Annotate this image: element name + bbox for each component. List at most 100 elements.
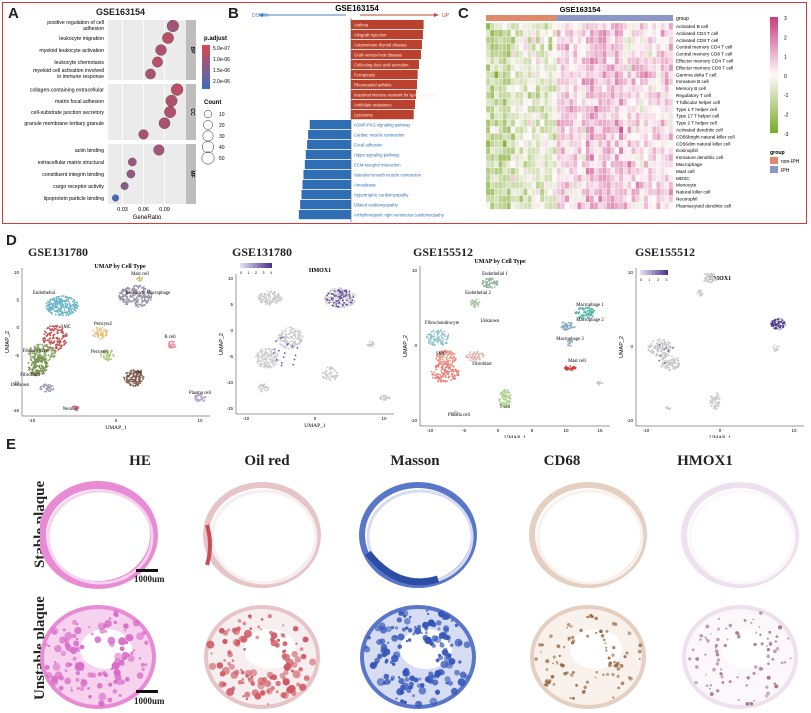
heatmap-cell: [664, 36, 669, 44]
heatmap-cell: [631, 140, 636, 148]
x-tick: 0: [314, 416, 317, 421]
heatmap-cell: [568, 43, 574, 51]
umap2-point: [275, 302, 278, 304]
heatmap-cell: [652, 36, 657, 44]
stable-plaque-section: [681, 482, 799, 588]
heatmap-cell: [602, 133, 607, 141]
umap4-point: [712, 273, 715, 276]
heatmap-cell: [581, 112, 586, 120]
umap3-point: [454, 359, 457, 361]
heatmap-cell: [531, 174, 536, 182]
heatmap-cell: [552, 29, 557, 37]
umap4-point: [709, 399, 712, 402]
umap3-point: [440, 336, 443, 339]
umap1-point: [45, 307, 48, 310]
up-bar-label: Asthma: [354, 23, 369, 28]
umap4-point: [779, 318, 781, 321]
umap2-point: [288, 340, 291, 343]
heatmap-row-label: CD56bright natural killer cell: [676, 134, 735, 139]
umap1-point: [135, 301, 138, 304]
heatmap-cell: [523, 160, 528, 169]
umap1-point: [33, 364, 36, 367]
umap3-point: [434, 339, 436, 342]
heatmap-cell: [490, 105, 495, 113]
heatmap-cell: [631, 153, 636, 162]
heatmap-cell: [519, 126, 524, 134]
umap1-point: [47, 359, 50, 362]
umap1-point: [73, 408, 76, 410]
umap1-point: [67, 313, 70, 316]
heatmap-cell: [598, 119, 603, 127]
heatmap-cell: [535, 29, 541, 37]
heatmap-cell: [643, 43, 649, 51]
heatmap-cell: [635, 167, 640, 175]
umap2-point: [331, 289, 334, 292]
umap3-point: [577, 311, 579, 314]
umap1-point: [57, 311, 60, 313]
heatmap-cell: [598, 36, 603, 44]
y-tick: 10: [14, 270, 20, 275]
umap3-point: [560, 326, 563, 329]
heatmap-cell: [652, 78, 657, 86]
heatmap-cell: [564, 133, 570, 141]
heatmap-cell: [635, 160, 640, 169]
umap1-point: [71, 310, 74, 313]
umap1-point: [62, 332, 65, 335]
count-legend-label: 40: [219, 145, 225, 151]
umap3-point: [482, 354, 485, 357]
umap4-point: [660, 346, 662, 349]
umap3-point: [566, 340, 569, 343]
heatmap-cell: [647, 112, 653, 120]
umap4-scale-tick: 2: [657, 278, 659, 282]
umap2-hmox1-point: [348, 295, 351, 298]
stain-speck: [118, 659, 125, 666]
stain-speck: [76, 637, 79, 641]
down-bar: [305, 150, 351, 160]
umap1-point: [167, 345, 170, 348]
x-tick: 15: [597, 428, 603, 433]
heatmap-cell: [535, 36, 541, 44]
heatmap-cell: [490, 71, 495, 79]
umap3-point: [432, 341, 435, 344]
umap3-point: [474, 303, 477, 306]
heatmap-cell: [643, 29, 649, 37]
umap2-point: [371, 340, 373, 343]
heatmap-cell: [544, 64, 549, 72]
umap1-point: [31, 352, 34, 355]
umap1-point: [54, 327, 56, 330]
umap3-point: [433, 344, 436, 347]
umap1-point: [49, 329, 52, 332]
umap1-point: [71, 307, 74, 310]
umap2-point: [263, 363, 266, 366]
umap4-point: [656, 348, 659, 351]
stable-plaque-inner: [536, 489, 644, 585]
heatmap-cell: [660, 195, 665, 203]
umap2-point: [293, 343, 296, 346]
umap2-hmox1-point: [280, 361, 283, 364]
heatmap-cell: [639, 78, 645, 86]
umap1-point: [34, 360, 37, 363]
facet-label: BP: [189, 47, 195, 55]
umap3-point: [472, 357, 475, 360]
umap1-point: [128, 378, 131, 381]
heatmap-cell: [485, 153, 491, 162]
heatmap-cell: [581, 167, 586, 175]
heatmap-cell: [631, 98, 636, 106]
umap1-point: [46, 305, 49, 307]
stain-speck: [108, 617, 112, 620]
stain-speck: [86, 686, 90, 690]
heatmap-cell: [602, 43, 607, 51]
umap1-point: [73, 301, 76, 304]
heatmap-cell: [627, 202, 632, 210]
heatmap-cell: [527, 57, 532, 65]
umap2-hmox1-point: [352, 296, 355, 298]
heatmap-cell: [539, 167, 545, 175]
group-annotation-label: group: [676, 16, 689, 22]
heatmap-cell: [573, 119, 578, 127]
y-tick: -15: [226, 406, 233, 411]
umap1-point: [139, 379, 141, 382]
umap1-point: [27, 362, 30, 364]
umap2-point: [333, 287, 336, 290]
heatmap-cell: [643, 98, 649, 106]
heatmap-cell: [506, 29, 512, 37]
